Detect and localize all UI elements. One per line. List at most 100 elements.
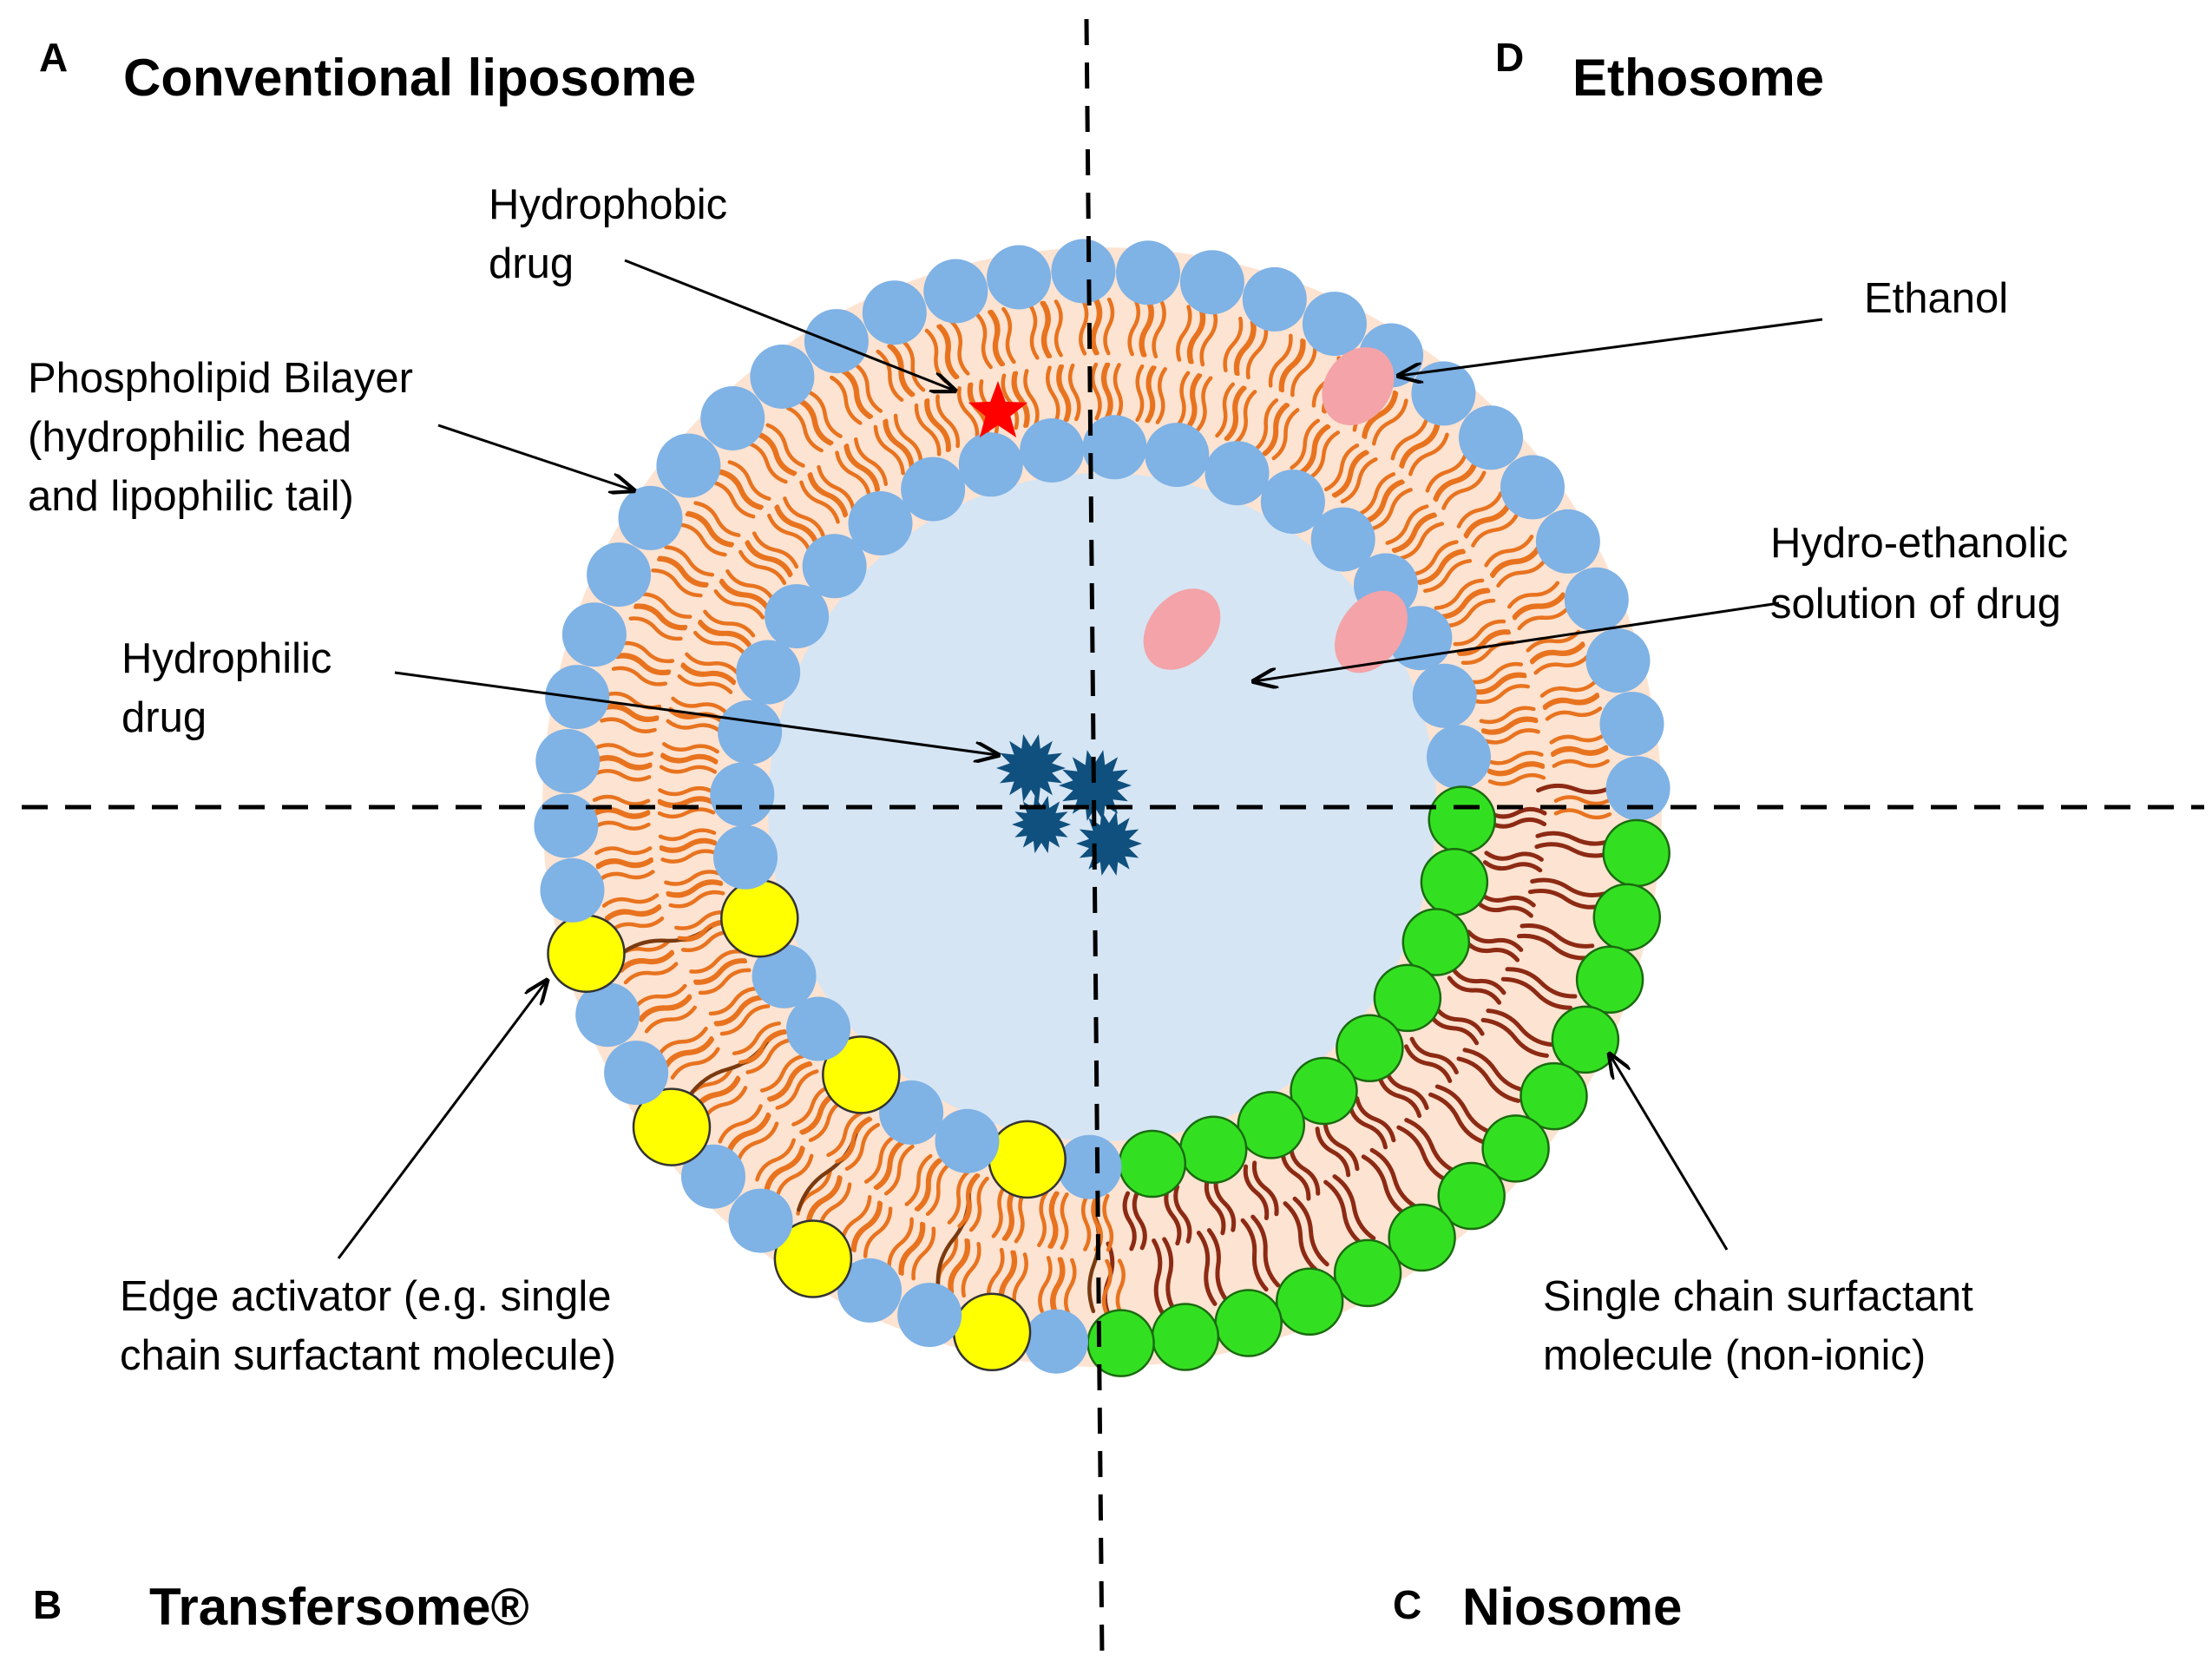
lipid-tail: [887, 1217, 914, 1271]
lipid-tail: [1050, 1257, 1064, 1315]
surfactant-tail: [1463, 938, 1520, 962]
surfactant-tail: [1250, 1214, 1281, 1288]
phospholipid-head: [561, 602, 627, 667]
lipid-tail: [1234, 390, 1257, 444]
surfactant-tail: [1132, 1190, 1147, 1251]
lipid-tail: [817, 464, 856, 511]
lipid-tail: [633, 603, 688, 629]
surfactant-tail: [1428, 1092, 1488, 1146]
lipid-tail: [1245, 324, 1269, 380]
lipid-tail: [968, 1176, 989, 1232]
lipid-tail: [975, 312, 993, 370]
phospholipid-head: [935, 1108, 1000, 1173]
lipid-tail: [1323, 443, 1360, 492]
lipid-tail: [1101, 1258, 1113, 1317]
lipid-tail: [1176, 305, 1192, 362]
edge-activator-head: [547, 914, 626, 993]
lipid-tail: [775, 1069, 819, 1110]
lipid-tail: [677, 673, 733, 694]
lipid-tail: [1263, 403, 1290, 457]
label-phospholipid-bilayer: Phospholipid Bilayer (hydrophilic head a…: [28, 355, 425, 520]
lipid-tail: [659, 765, 718, 774]
surfactant-head: [1437, 1161, 1506, 1231]
surfactant-tail: [1535, 831, 1613, 846]
lipid-tail: [1223, 316, 1244, 373]
lipid-tail: [698, 968, 752, 995]
lipid-tail: [1533, 654, 1590, 675]
lipid-tail: [619, 949, 674, 971]
lipid-tail: [830, 375, 863, 425]
lipid-tail: [1423, 559, 1473, 594]
lipid-tail: [602, 703, 660, 721]
surfactant-tail: [1474, 899, 1533, 918]
lipid-tail: [1290, 418, 1321, 470]
phospholipid-head: [710, 762, 775, 827]
lipid-tail: [852, 362, 883, 413]
lipid-tail: [850, 1200, 882, 1251]
surfactant-tail: [1404, 1044, 1453, 1083]
lipid-tail: [1152, 300, 1166, 358]
lipid-tail: [725, 568, 776, 602]
phospholipid-head: [765, 584, 830, 649]
lipid-tail: [713, 588, 765, 620]
surfactant-tail: [1534, 842, 1612, 858]
surfactant-head: [1178, 1115, 1248, 1184]
lipid-tail: [594, 846, 653, 856]
lipid-tail: [1392, 513, 1437, 554]
surfactant-tail: [1332, 1174, 1376, 1241]
lipid-tail: [597, 870, 655, 882]
lipid-tail: [844, 1122, 881, 1171]
lipid-tail: [863, 1133, 897, 1184]
quadrant-a-title: Conventional liposome: [123, 49, 696, 107]
lipid-tail: [1199, 310, 1218, 367]
surfactant-head: [1214, 1289, 1283, 1357]
lipid-tail: [745, 1038, 793, 1074]
lipid-tail: [1483, 728, 1540, 745]
label-hydrophobic-drug: Hydrophobic drug: [489, 181, 739, 287]
lipid-tail: [660, 849, 719, 864]
surfactant-head: [1333, 1238, 1402, 1308]
surfactant-tail: [1477, 890, 1536, 908]
surfactant-head: [1118, 1129, 1187, 1199]
lipid-tail: [1400, 424, 1441, 469]
lipid-tail: [661, 742, 719, 754]
lipid-tail: [1299, 424, 1331, 476]
lipid-tail: [797, 397, 834, 445]
surfactant-tail: [1484, 851, 1544, 862]
phospholipid-head: [987, 245, 1052, 310]
lipid-tail: [1145, 365, 1157, 424]
lipid-tail: [657, 807, 716, 819]
surfactant-tail: [1173, 1185, 1192, 1244]
lipid-tail: [873, 424, 905, 476]
surfactant-tail: [1482, 860, 1543, 873]
surfactant-tail: [1369, 1147, 1420, 1210]
edge-activator-head: [822, 1035, 901, 1114]
lipid-tail: [1023, 369, 1040, 426]
lipid-tail: [1253, 397, 1279, 452]
lipid-tail: [1090, 362, 1102, 421]
lipid-tail: [1530, 643, 1585, 665]
lipid-tail: [1038, 1256, 1053, 1314]
phospholipid-head: [752, 943, 817, 1008]
lipid-tail: [1471, 512, 1520, 548]
lipid-tail: [835, 1116, 871, 1164]
lipid-tail: [607, 916, 665, 934]
lipid-tail: [883, 418, 915, 470]
lipid-tail: [1453, 619, 1506, 647]
surfactant-head: [1290, 1056, 1358, 1126]
lipid-tail: [1188, 307, 1206, 365]
lipid-tail: [727, 460, 771, 501]
quadrant-c-letter: C: [1393, 1582, 1421, 1627]
lipid-tail: [1046, 365, 1060, 424]
surfactant-tail: [1517, 933, 1592, 961]
phospholipid-head: [923, 259, 988, 324]
lipid-tail: [1113, 363, 1124, 421]
ethanol-molecule: [1335, 590, 1408, 673]
lipid-tail: [666, 879, 723, 897]
lipid-tail: [745, 441, 788, 484]
surfactant-tail: [1447, 975, 1502, 1005]
surfactant-tail: [1289, 1142, 1321, 1196]
surfactant-tail: [1323, 1179, 1366, 1247]
label-ethanol: Ethanol: [1864, 275, 2008, 322]
edge-activator-head: [632, 1087, 712, 1166]
